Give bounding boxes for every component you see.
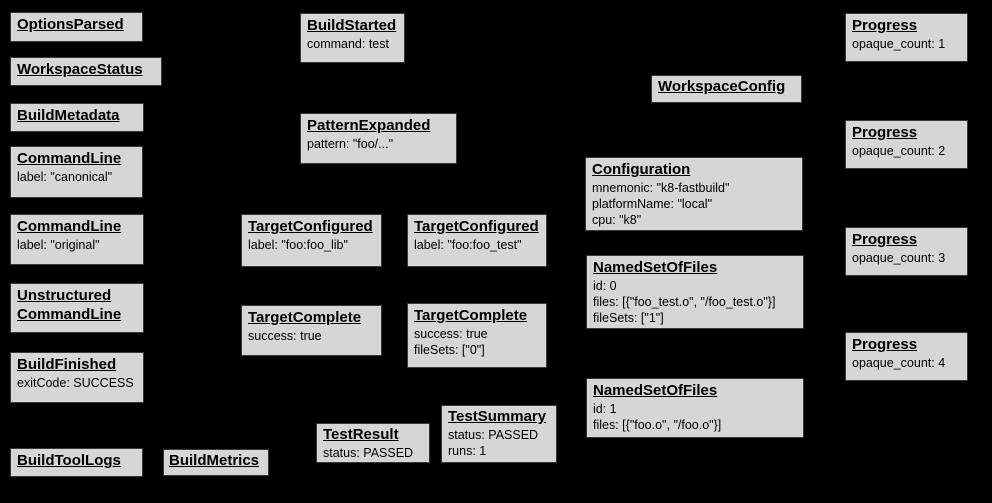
event-box-named-set-of-files-1: NamedSetOfFiles id: 1 files: [{"foo.o", … [586, 378, 804, 438]
event-box-progress-1: Progress opaque_count: 1 [845, 13, 968, 62]
event-field: id: 0 [593, 278, 617, 293]
event-title: BuildStarted [307, 17, 397, 34]
event-box-workspace-status: WorkspaceStatus [10, 57, 162, 86]
event-title: CommandLine [17, 218, 122, 235]
event-box-command-line-canonical: CommandLine label: "canonical" [10, 146, 143, 198]
event-box-test-summary: TestSummary status: PASSED runs: 1 [441, 405, 557, 463]
event-field: cpu: "k8" [592, 212, 642, 227]
event-title: WorkspaceStatus [17, 61, 143, 78]
event-box-pattern-expanded: PatternExpanded pattern: "foo/..." [300, 113, 457, 164]
event-title: TargetConfigured [248, 218, 373, 235]
event-title: Configuration [592, 161, 691, 178]
event-box-command-line-original: CommandLine label: "original" [10, 214, 144, 265]
event-title: Progress [852, 124, 918, 141]
event-title: NamedSetOfFiles [593, 382, 718, 399]
event-title: TargetConfigured [414, 218, 539, 235]
event-field: runs: 1 [448, 443, 487, 458]
event-box-configuration: Configuration mnemonic: "k8-fastbuild" p… [585, 157, 803, 231]
event-title: NamedSetOfFiles [593, 259, 718, 276]
event-title: CommandLine [17, 150, 122, 167]
event-box-target-configured-test: TargetConfigured label: "foo:foo_test" [407, 214, 547, 267]
event-field: success: true [414, 326, 488, 341]
event-box-test-result: TestResult status: PASSED [316, 423, 430, 463]
event-title: BuildFinished [17, 356, 117, 373]
event-field: opaque_count: 4 [852, 355, 946, 370]
event-field: status: PASSED [323, 445, 414, 460]
event-title: WorkspaceConfig [658, 78, 786, 95]
event-field: files: [{"foo.o", "/foo.o"}] [593, 417, 722, 432]
event-field: label: "foo:foo_lib" [248, 237, 348, 252]
event-title: Unstructured CommandLine [17, 287, 122, 323]
event-title: Progress [852, 336, 918, 353]
event-field: status: PASSED [448, 427, 539, 442]
event-title: BuildToolLogs [17, 452, 121, 469]
event-title: OptionsParsed [17, 16, 124, 33]
event-title: TestResult [323, 426, 399, 443]
event-box-build-metrics: BuildMetrics [163, 449, 269, 476]
event-title: TestSummary [448, 408, 547, 425]
event-title: Progress [852, 231, 918, 248]
event-field: label: "foo:foo_test" [414, 237, 522, 252]
event-box-target-complete-lib: TargetComplete success: true [241, 305, 382, 356]
event-box-progress-4: Progress opaque_count: 4 [845, 332, 968, 381]
event-box-workspace-config: WorkspaceConfig [651, 75, 802, 103]
event-title: BuildMetrics [169, 452, 260, 469]
event-title: PatternExpanded [307, 117, 431, 134]
event-title: BuildMetadata [17, 107, 120, 124]
event-field: files: [{"foo_test.o", "/foo_test.o"}] [593, 294, 776, 309]
event-box-progress-2: Progress opaque_count: 2 [845, 120, 968, 169]
event-field: opaque_count: 1 [852, 36, 946, 51]
event-title: Progress [852, 17, 918, 34]
event-box-build-started: BuildStarted command: test [300, 13, 405, 63]
event-field: fileSets: ["0"] [414, 342, 485, 357]
event-box-progress-3: Progress opaque_count: 3 [845, 227, 968, 276]
event-field: id: 1 [593, 401, 617, 416]
event-box-build-metadata: BuildMetadata [10, 103, 144, 132]
event-box-build-finished: BuildFinished exitCode: SUCCESS [10, 352, 144, 403]
event-box-target-complete-test: TargetComplete success: true fileSets: [… [407, 303, 547, 368]
event-title: TargetComplete [248, 309, 362, 326]
event-field: opaque_count: 2 [852, 143, 946, 158]
event-field: fileSets: ["1"] [593, 310, 664, 325]
event-field: label: "canonical" [17, 169, 113, 184]
event-box-unstructured-command-line: Unstructured CommandLine [10, 283, 144, 333]
event-box-build-tool-logs: BuildToolLogs [10, 448, 143, 477]
event-field: exitCode: SUCCESS [17, 375, 134, 390]
event-field: pattern: "foo/..." [307, 136, 394, 151]
event-box-options-parsed: OptionsParsed [10, 12, 143, 42]
event-field: platformName: "local" [592, 196, 713, 211]
event-field: label: "original" [17, 237, 100, 252]
event-field: success: true [248, 328, 322, 343]
event-box-target-configured-lib: TargetConfigured label: "foo:foo_lib" [241, 214, 382, 267]
event-box-named-set-of-files-0: NamedSetOfFiles id: 0 files: [{"foo_test… [586, 255, 804, 329]
event-field: command: test [307, 36, 389, 51]
event-title: TargetComplete [414, 307, 528, 324]
event-field: mnemonic: "k8-fastbuild" [592, 180, 730, 195]
event-field: opaque_count: 3 [852, 250, 946, 265]
